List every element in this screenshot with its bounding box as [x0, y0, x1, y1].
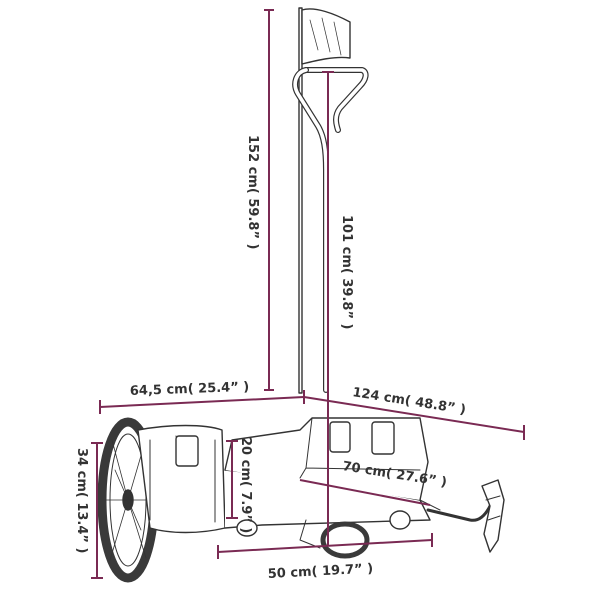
width-label: 64,5 cm( 25.4” ) [130, 380, 250, 399]
height-label: 34 cm( 13.4” ) [74, 448, 89, 553]
bike-trailer-illustration [97, 7, 505, 583]
dimension-lines [91, 9, 525, 579]
wall-height-label: 20 cm( 7.9” ) [238, 437, 253, 533]
flag-height-label: 152 cm( 59.8” ) [245, 135, 260, 249]
trailer-body [137, 417, 441, 559]
pole-height-label: 101 cm( 39.8” ) [339, 215, 354, 329]
safety-flag [298, 7, 351, 394]
bed-width-label: 50 cm( 19.7” ) [267, 561, 373, 581]
push-handle [292, 67, 369, 393]
tow-bar-hitch [426, 479, 505, 553]
